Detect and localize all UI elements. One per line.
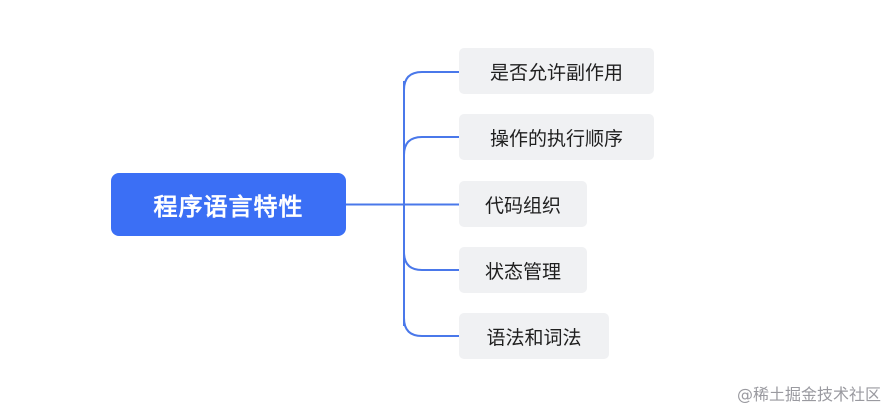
connector-branch-5: [403, 317, 459, 337]
watermark-text: @稀土掘金技术社区: [736, 385, 881, 404]
root-node[interactable]: 程序语言特性: [111, 173, 346, 236]
child-node-state-management[interactable]: 状态管理: [459, 247, 587, 293]
child-node-side-effects[interactable]: 是否允许副作用: [459, 48, 654, 94]
child-node-syntax-lexicon[interactable]: 语法和词法: [459, 313, 609, 359]
connector-branch-1: [403, 71, 459, 91]
connector-branch-2: [403, 136, 459, 156]
connector-branch-4: [403, 251, 459, 271]
child-node-code-organization[interactable]: 代码组织: [459, 181, 587, 227]
child-node-execution-order[interactable]: 操作的执行顺序: [459, 114, 654, 160]
